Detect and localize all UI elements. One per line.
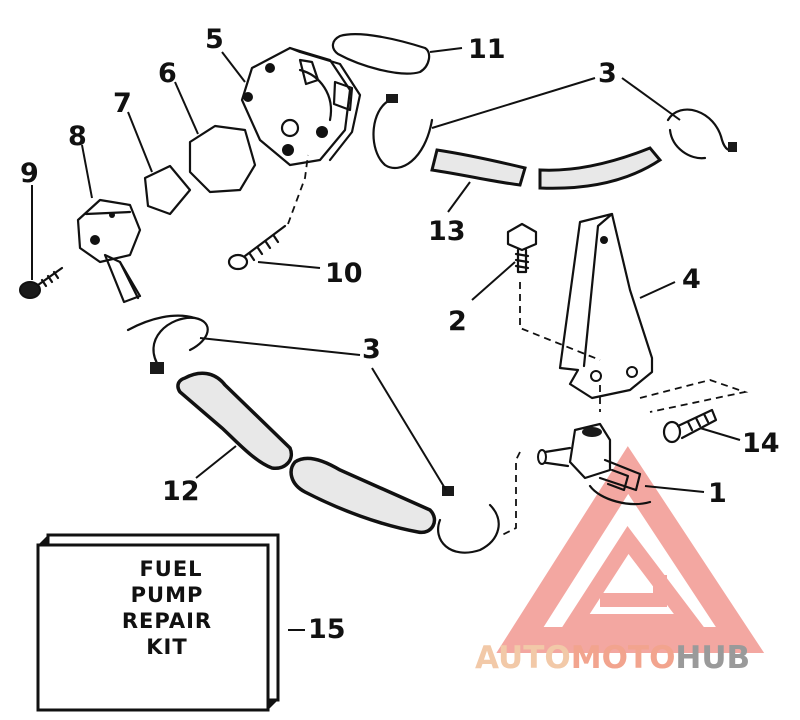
repair-kit-box-15 — [36, 533, 280, 712]
kit-label-line-4: KIT — [146, 635, 187, 659]
callout-3-upper: 3 — [598, 58, 617, 89]
callout-3-lower: 3 — [362, 334, 381, 365]
watermark-auto: AUTO — [475, 640, 571, 676]
fuel-hose-12 — [176, 371, 437, 535]
kit-label-line-3: REPAIR — [122, 609, 212, 633]
mounting-bracket-4 — [558, 212, 654, 400]
callout-11: 11 — [468, 34, 506, 65]
callout-13: 13 — [428, 216, 466, 247]
callout-7: 7 — [113, 88, 132, 119]
gasket-7 — [143, 164, 192, 216]
diaphragm-plate-6 — [188, 124, 257, 194]
kit-label-line-1: FUEL — [139, 557, 202, 581]
screw-9 — [19, 266, 64, 299]
hose-clamp-3-upper-right — [666, 108, 737, 160]
hose-clamp-3-lower-right — [437, 486, 500, 554]
callout-15: 15 — [308, 614, 346, 645]
callout-10: 10 — [325, 258, 363, 289]
callout-1: 1 — [708, 478, 727, 509]
watermark-hub: HUB — [675, 640, 750, 676]
callout-14: 14 — [742, 428, 780, 459]
gasket-strip-11 — [331, 33, 431, 75]
screw-14 — [662, 408, 718, 444]
callout-8: 8 — [68, 121, 87, 152]
watermark-text: AUTOMOTOHUB — [475, 640, 750, 676]
screw-10 — [227, 224, 287, 271]
callout-2: 2 — [448, 306, 467, 337]
hose-clamp-3-upper-left — [372, 94, 434, 170]
watermark-logo-icon — [496, 446, 765, 653]
callout-12: 12 — [162, 476, 200, 507]
pump-cover-8 — [76, 198, 142, 304]
kit-label-line-2: PUMP — [131, 583, 204, 607]
callout-6: 6 — [158, 58, 177, 89]
callout-4: 4 — [682, 264, 701, 295]
fuel-fitting-1 — [537, 422, 652, 506]
fuel-pump-body-5 — [240, 46, 362, 167]
hose-clamp-3-lower-left — [126, 314, 209, 374]
watermark-moto: MOTO — [571, 640, 676, 676]
callout-9: 9 — [20, 158, 39, 189]
callout-5: 5 — [205, 24, 224, 55]
bolt-2 — [506, 222, 538, 274]
fuel-hose-13 — [430, 146, 663, 190]
